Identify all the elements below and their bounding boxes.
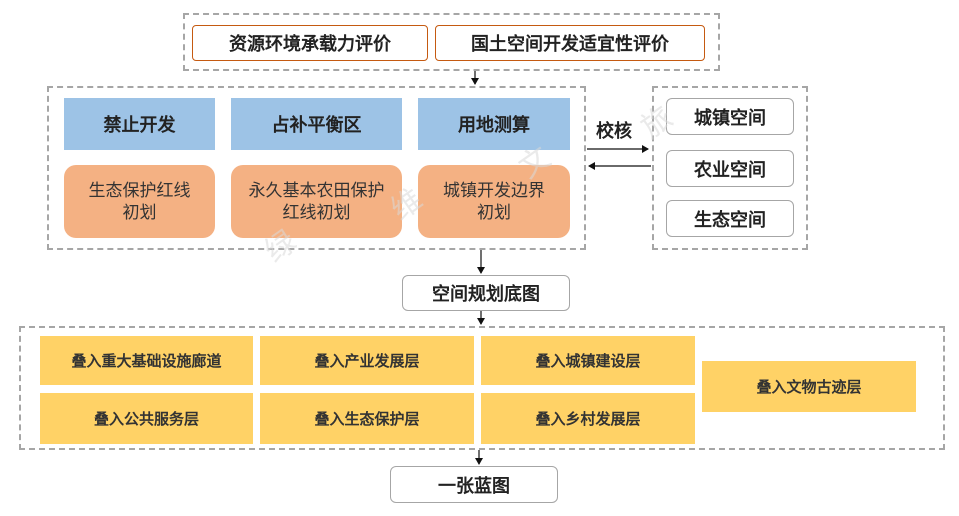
farmland-redline-box: 永久基本农田保护 红线初划 bbox=[231, 165, 402, 238]
prohibited-development-box: 禁止开发 bbox=[64, 98, 215, 150]
infrastructure-corridor-layer: 叠入重大基础设施廊道 bbox=[40, 336, 253, 385]
industry-development-layer: 叠入产业发展层 bbox=[260, 336, 474, 385]
rural-development-layer: 叠入乡村发展层 bbox=[481, 393, 695, 444]
balance-zone-box: 占补平衡区 bbox=[231, 98, 402, 150]
urban-construction-layer: 叠入城镇建设层 bbox=[481, 336, 695, 385]
urban-space-box: 城镇空间 bbox=[666, 98, 794, 135]
urban-boundary-box: 城镇开发边界 初划 bbox=[418, 165, 570, 238]
agricultural-space-box: 农业空间 bbox=[666, 150, 794, 187]
resource-capacity-eval-box: 资源环境承载力评价 bbox=[192, 25, 428, 61]
evaluation-group bbox=[183, 13, 720, 71]
development-suitability-eval-box: 国土空间开发适宜性评价 bbox=[435, 25, 705, 61]
ecological-protection-layer: 叠入生态保护层 bbox=[260, 393, 474, 444]
land-estimation-box: 用地测算 bbox=[418, 98, 570, 150]
zones-group bbox=[47, 86, 586, 250]
public-service-layer: 叠入公共服务层 bbox=[40, 393, 253, 444]
layers-group bbox=[19, 326, 945, 450]
cultural-relics-layer: 叠入文物古迹层 bbox=[702, 361, 916, 412]
ecological-space-box: 生态空间 bbox=[666, 200, 794, 237]
spatial-planning-base-map-box: 空间规划底图 bbox=[402, 275, 570, 311]
verify-label: 校核 bbox=[596, 121, 632, 142]
spaces-group bbox=[652, 86, 808, 250]
ecological-redline-box: 生态保护红线 初划 bbox=[64, 165, 215, 238]
one-blueprint-box: 一张蓝图 bbox=[390, 466, 558, 503]
